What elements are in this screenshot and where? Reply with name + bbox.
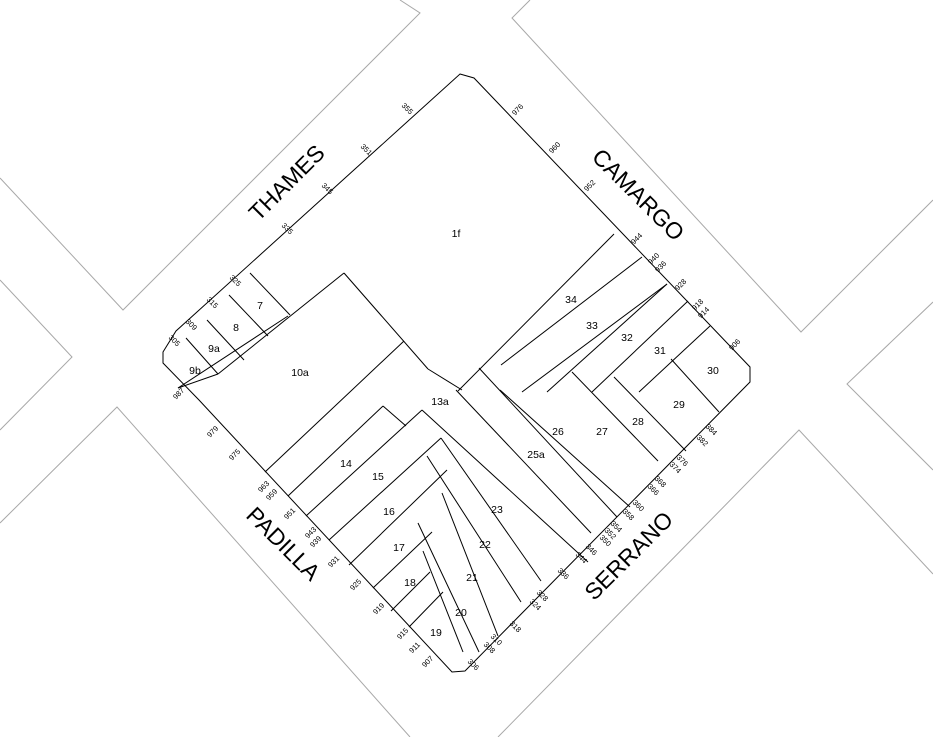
door-number: 975	[227, 447, 242, 462]
door-number: 344	[574, 550, 589, 565]
lot-label-30: 30	[707, 365, 719, 377]
door-number: 907	[420, 654, 435, 669]
door-number: 335	[280, 221, 295, 236]
street-name-thames: THAMES	[244, 140, 330, 226]
lot-label-7: 7	[257, 300, 263, 312]
lot-label-21: 21	[466, 572, 478, 584]
lot-label-33: 33	[586, 320, 598, 332]
block-outline-southwest	[0, 406, 411, 737]
lot-label-18: 18	[404, 577, 416, 589]
lot-label-20: 20	[455, 607, 467, 619]
door-numbers-serrano: 306 308 310 318 324 328 336 344 346 350 …	[466, 422, 719, 672]
lot-label-9b: 9b	[189, 365, 201, 377]
door-number: 906	[727, 337, 742, 352]
door-number: 928	[673, 277, 688, 292]
lot-label-22: 22	[479, 539, 491, 551]
door-number: 358	[621, 507, 636, 522]
block-outline-west	[0, 279, 73, 431]
main-block-outline	[162, 73, 751, 673]
lot-label-16: 16	[383, 506, 395, 518]
lot-label-14: 14	[340, 458, 352, 470]
lot-label-34: 34	[565, 294, 577, 306]
door-number: 979	[205, 424, 220, 439]
lot-label-10a: 10a	[291, 367, 309, 379]
lot-label-27: 27	[596, 426, 608, 438]
door-number: 315	[205, 295, 220, 310]
door-number: 305	[167, 333, 182, 348]
door-number: 951	[282, 506, 297, 521]
block-outline-southeast	[497, 429, 933, 737]
lot-label-28: 28	[632, 416, 644, 428]
door-number: 931	[326, 554, 341, 569]
lot-label-9a: 9a	[208, 343, 220, 355]
lot-label-31: 31	[654, 345, 666, 357]
door-number: 960	[547, 140, 562, 155]
door-number: 309	[184, 317, 199, 332]
door-number: 351	[359, 142, 374, 157]
door-number: 318	[508, 619, 523, 634]
door-number: 925	[348, 577, 363, 592]
lot-labels: 1f 7 8 9a 9b 10a 13a 14 15 16 17 18 19 2…	[189, 228, 719, 639]
door-number: 911	[407, 640, 422, 655]
door-number: 952	[582, 178, 597, 193]
lot-label-25a: 25a	[527, 449, 545, 461]
lot-label-32: 32	[621, 332, 633, 344]
door-number: 919	[371, 601, 386, 616]
door-numbers-padilla: 987 979 975 963 959 951 943 939 931 925 …	[171, 386, 435, 669]
door-number: 915	[395, 626, 410, 641]
block-outline-northeast	[511, 0, 933, 333]
door-number: 336	[556, 566, 571, 581]
door-number: 944	[629, 231, 644, 246]
lot-label-13a: 13a	[431, 396, 449, 408]
lot-label-15: 15	[372, 471, 384, 483]
lot-label-23: 23	[491, 504, 503, 516]
lot-label-17: 17	[393, 542, 405, 554]
door-number: 987	[171, 386, 186, 401]
block-outline-east	[846, 301, 933, 471]
lot-label-8: 8	[233, 322, 239, 334]
block-outline-north	[0, 0, 421, 311]
main-block	[162, 73, 751, 673]
lot-label-19: 19	[430, 627, 442, 639]
lot-label-26: 26	[552, 426, 564, 438]
lot-lines	[177, 233, 720, 653]
lot-label-29: 29	[673, 399, 685, 411]
door-number: 976	[510, 102, 525, 117]
lot-label-1f: 1f	[452, 228, 461, 240]
door-number: 345	[320, 181, 335, 196]
door-number: 355	[400, 101, 415, 116]
door-number: 384	[704, 422, 719, 437]
door-number: 325	[228, 273, 243, 288]
door-number: 306	[466, 657, 481, 672]
door-numbers-thames: 355 351 345 335 325 315 309 305	[167, 101, 415, 348]
